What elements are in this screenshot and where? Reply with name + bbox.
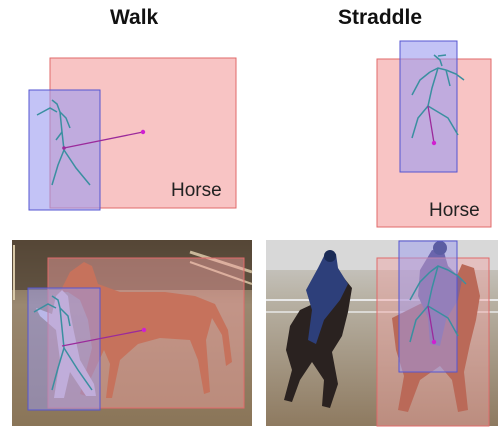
person-skeleton	[36, 99, 91, 186]
interaction-point	[431, 140, 437, 146]
interaction-line	[63, 131, 144, 149]
left-horse-silhouette	[284, 278, 352, 408]
person-skeleton	[409, 265, 467, 343]
person-skeleton	[411, 54, 465, 139]
title-straddle: Straddle	[338, 6, 423, 29]
walk-schematic	[28, 57, 237, 211]
interaction-line	[427, 105, 435, 144]
left-rider-silhouette	[306, 252, 348, 344]
walk-object-label: Horse	[171, 180, 222, 201]
person-skeleton	[33, 295, 93, 391]
interaction-point	[140, 129, 146, 135]
straddle-schematic	[376, 40, 492, 228]
straddle-photo	[266, 240, 498, 427]
straddle-object-label: Horse	[429, 200, 480, 221]
interaction-line	[427, 305, 435, 343]
interaction-line	[61, 329, 145, 347]
interaction-point	[431, 339, 437, 345]
title-walk: Walk	[110, 6, 159, 29]
walk-photo	[12, 240, 253, 426]
person-center-point	[62, 146, 66, 150]
interaction-point	[141, 327, 147, 333]
